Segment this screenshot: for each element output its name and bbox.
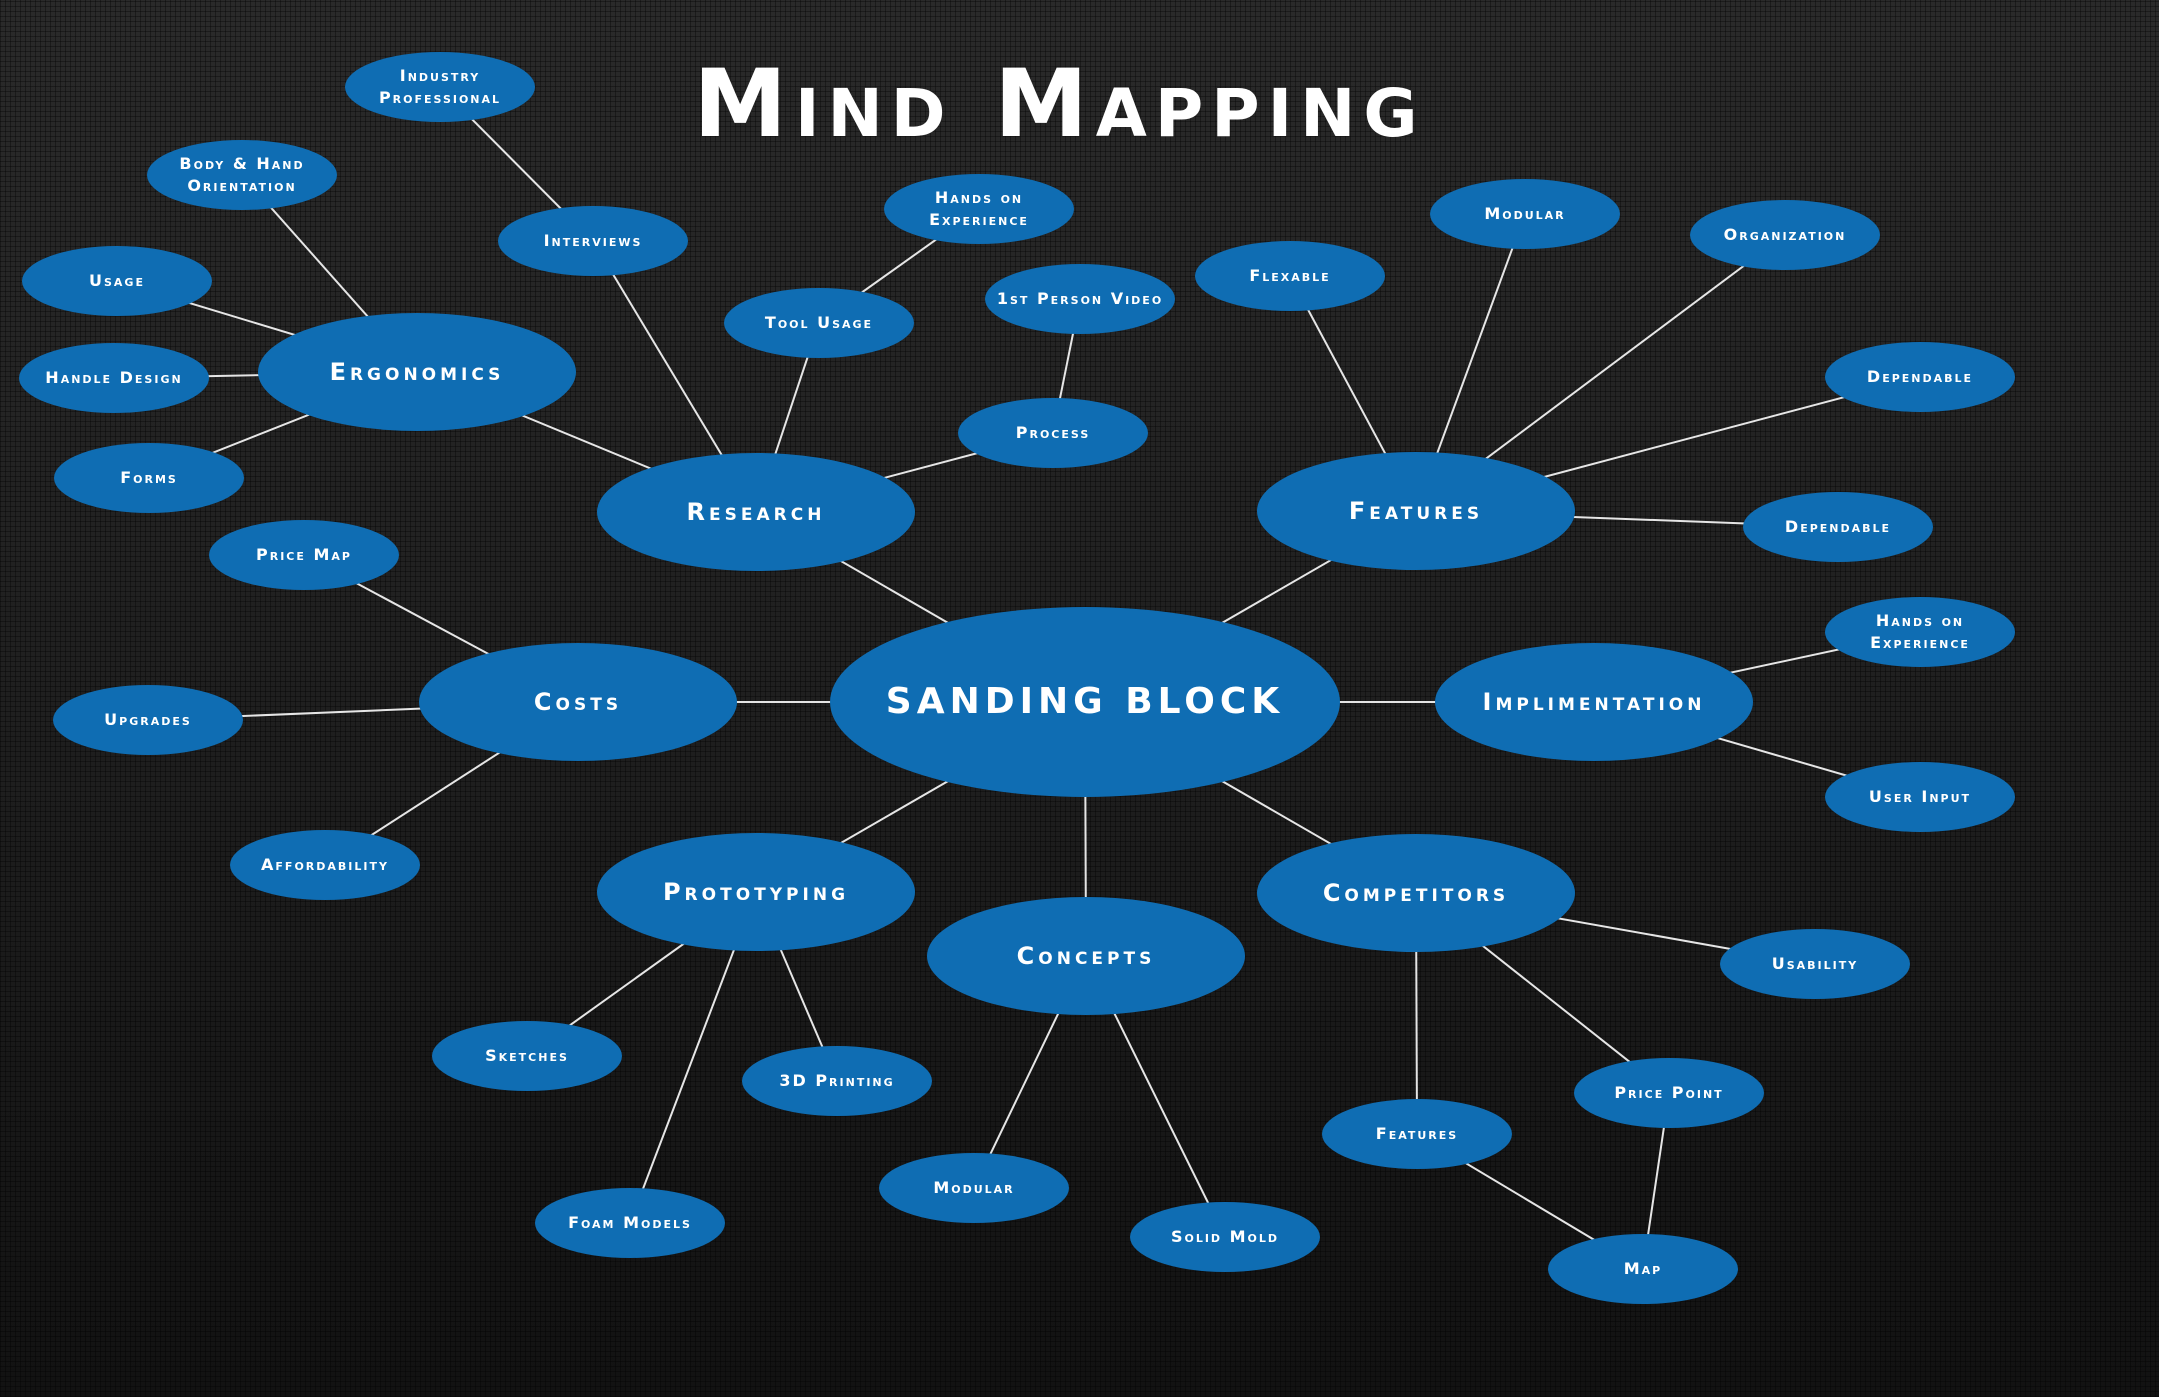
hub-label: Costs: [533, 687, 623, 716]
leaf-label: Modular: [933, 1178, 1015, 1198]
leaf-node-industry-professional[interactable]: Industry Professional: [345, 52, 535, 122]
leaf-label: Organization: [1723, 225, 1847, 245]
leaf-label: Interviews: [543, 231, 643, 251]
leaf-label: Price Point: [1614, 1083, 1724, 1103]
leaf-node-3d-printing[interactable]: 3D Printing: [742, 1046, 932, 1116]
leaf-node-process[interactable]: Process: [958, 398, 1148, 468]
leaf-label: Hands on Experience: [1870, 611, 1970, 652]
leaf-node-forms[interactable]: Forms: [54, 443, 244, 513]
leaf-label: Handle Design: [45, 368, 183, 388]
leaf-label: Price Map: [256, 545, 352, 565]
leaf-label: 3D Printing: [779, 1071, 895, 1091]
leaf-node-price-point[interactable]: Price Point: [1574, 1058, 1764, 1128]
hub-node-research[interactable]: Research: [597, 453, 915, 571]
leaf-node-dependable-2[interactable]: Dependable: [1743, 492, 1933, 562]
leaf-label: Body & Hand Orientation: [179, 154, 305, 195]
leaf-node-map[interactable]: Map: [1548, 1234, 1738, 1304]
leaf-node-user-input[interactable]: User Input: [1825, 762, 2015, 832]
hub-label: Ergonomics: [329, 357, 505, 386]
leaf-label: Solid Mold: [1170, 1227, 1280, 1247]
leaf-label: Upgrades: [104, 710, 192, 730]
hub-label: Research: [686, 497, 826, 526]
leaf-node-solid-mold[interactable]: Solid Mold: [1130, 1202, 1320, 1272]
hub-label: Competitors: [1322, 878, 1510, 907]
leaf-node-flexable[interactable]: Flexable: [1195, 241, 1385, 311]
leaf-label: Dependable: [1784, 517, 1892, 537]
leaf-label: Usage: [89, 271, 145, 291]
leaf-node-sketches[interactable]: Sketches: [432, 1021, 622, 1091]
hub-label: Implimentation: [1482, 687, 1706, 716]
leaf-node-features-competitors[interactable]: Features: [1322, 1099, 1512, 1169]
leaf-node-upgrades[interactable]: Upgrades: [53, 685, 243, 755]
leaf-node-body-hand-orientation[interactable]: Body & Hand Orientation: [147, 140, 337, 210]
leaf-node-affordability[interactable]: Affordability: [230, 830, 420, 900]
leaf-label: Flexable: [1249, 266, 1331, 286]
hub-node-ergonomics[interactable]: Ergonomics: [258, 313, 576, 431]
hub-node-competitors[interactable]: Competitors: [1257, 834, 1575, 952]
hub-label: Concepts: [1016, 941, 1156, 970]
leaf-node-first-person-video[interactable]: 1st Person Video: [985, 264, 1175, 334]
leaf-label: Modular: [1484, 204, 1566, 224]
leaf-node-dependable-1[interactable]: Dependable: [1825, 342, 2015, 412]
hub-label: Prototyping: [662, 877, 850, 906]
leaf-label: Process: [1015, 423, 1091, 443]
hub-node-features[interactable]: Features: [1257, 452, 1575, 570]
leaf-label: Map: [1623, 1259, 1663, 1279]
center-node[interactable]: SANDING BLOCK: [830, 607, 1340, 797]
leaf-node-tool-usage[interactable]: Tool Usage: [724, 288, 914, 358]
leaf-node-price-map[interactable]: Price Map: [209, 520, 399, 590]
leaf-node-modular-features[interactable]: Modular: [1430, 179, 1620, 249]
leaf-label: Tool Usage: [764, 313, 874, 333]
leaf-label: Dependable: [1866, 367, 1974, 387]
leaf-node-interviews[interactable]: Interviews: [498, 206, 688, 276]
leaf-node-usability[interactable]: Usability: [1720, 929, 1910, 999]
hub-node-prototyping[interactable]: Prototyping: [597, 833, 915, 951]
leaf-node-hands-on-experience-research[interactable]: Hands on Experience: [884, 174, 1074, 244]
leaf-label: Usability: [1771, 954, 1859, 974]
leaf-label: User Input: [1868, 787, 1972, 807]
leaf-node-organization[interactable]: Organization: [1690, 200, 1880, 270]
leaf-label: Industry Professional: [378, 66, 502, 107]
leaf-node-handle-design[interactable]: Handle Design: [19, 343, 209, 413]
leaf-node-hands-on-experience-impl[interactable]: Hands on Experience: [1825, 597, 2015, 667]
leaf-label: Forms: [120, 468, 178, 488]
leaf-node-foam-models[interactable]: Foam Models: [535, 1188, 725, 1258]
leaf-label: Foam Models: [568, 1213, 692, 1233]
hub-label: Features: [1348, 496, 1484, 525]
leaf-label: Affordability: [261, 855, 389, 875]
leaf-label: Features: [1375, 1124, 1459, 1144]
center-node-label: SANDING BLOCK: [885, 680, 1285, 722]
hub-node-implimentation[interactable]: Implimentation: [1435, 643, 1753, 761]
leaf-node-modular-concepts[interactable]: Modular: [879, 1153, 1069, 1223]
leaf-node-usage[interactable]: Usage: [22, 246, 212, 316]
hub-node-costs[interactable]: Costs: [419, 643, 737, 761]
leaf-label: Hands on Experience: [929, 188, 1029, 229]
hub-node-concepts[interactable]: Concepts: [927, 897, 1245, 1015]
page-title: Mind Mapping: [693, 50, 1426, 159]
leaf-label: 1st Person Video: [996, 289, 1164, 309]
leaf-label: Sketches: [485, 1046, 569, 1066]
